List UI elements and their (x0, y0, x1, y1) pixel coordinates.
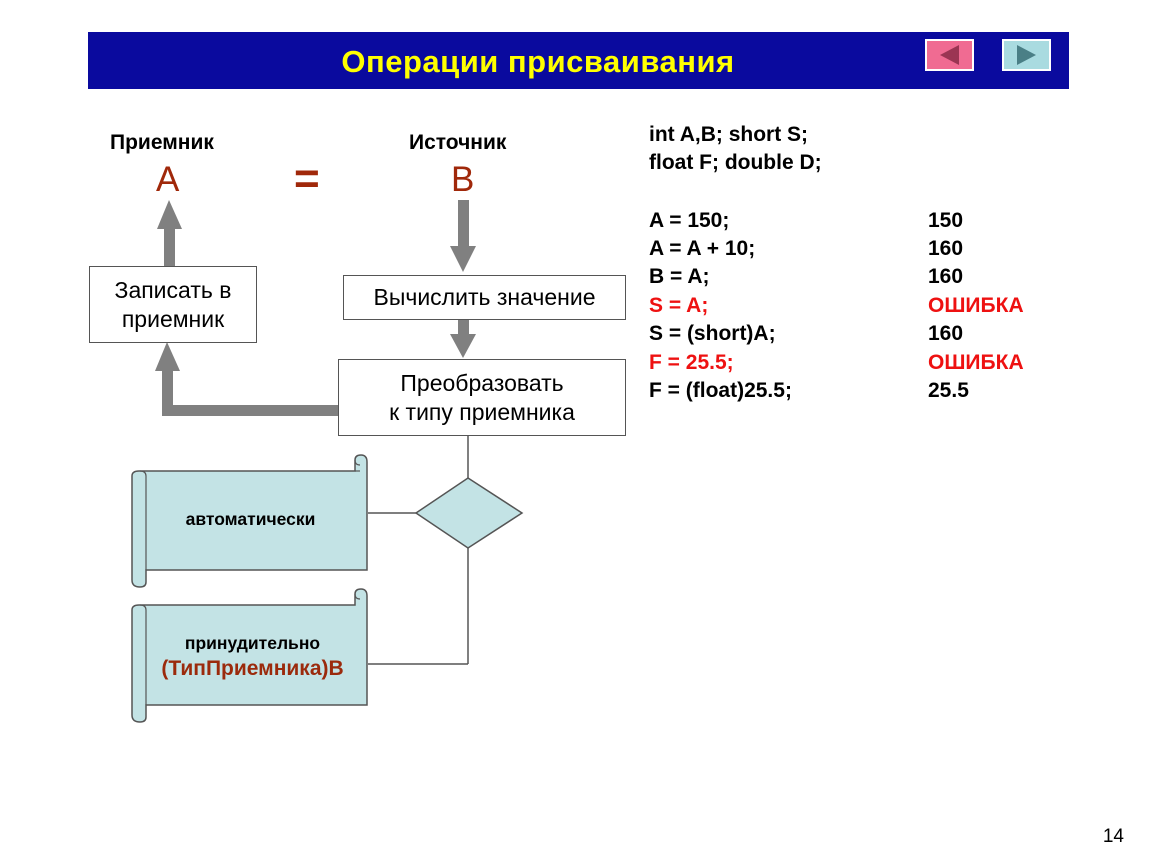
receiver-variable: A (156, 160, 180, 199)
equals-sign: = (294, 154, 320, 203)
write-receiver-box: Записать в приемник (89, 266, 257, 343)
forced-line1: принудительно (184, 633, 321, 653)
prev-slide-button[interactable] (925, 39, 974, 71)
code-result: 25.5 (928, 379, 969, 402)
compute-box-text: Вычислить значение (373, 284, 596, 310)
code-statement-error: S = A; (649, 294, 709, 317)
code-result: 160 (928, 322, 964, 345)
receiver-label: Приемник (110, 131, 214, 154)
code-result-error: ОШИБКА (928, 294, 1024, 317)
forced-line2: (ТипПриемника)B (161, 657, 344, 680)
code-statement: F = (float)25.5; (649, 379, 792, 402)
code-result: 160 (928, 265, 964, 288)
scroll-auto-shape (131, 454, 368, 588)
page-number: 14 (1102, 826, 1124, 847)
write-box-line2: приемник (121, 305, 225, 332)
convert-box-line2: к типу приемника (389, 398, 575, 425)
code-statement: B = A; (649, 265, 710, 288)
code-statement-error: F = 25.5; (649, 351, 734, 374)
slide-title: Операции присваивания (341, 44, 735, 79)
convert-box-line1: Преобразовать (400, 369, 564, 396)
next-slide-button[interactable] (1002, 39, 1051, 71)
code-result-error: ОШИБКА (928, 351, 1024, 374)
forced-conversion-label: принудительно (ТипПриемника)B (140, 630, 365, 682)
scroll-forced-shape (131, 588, 368, 723)
code-result: 150 (928, 209, 964, 232)
code-result: 160 (928, 237, 964, 260)
title-bar: Операции присваивания (88, 32, 1069, 89)
auto-conversion-label: автоматически (185, 509, 316, 529)
convert-type-box: Преобразовать к типу приемника (338, 359, 626, 436)
write-box-line1: Записать в (114, 276, 232, 303)
declaration-line-1: int A,B; short S; (649, 123, 809, 146)
declaration-line-2: float F; double D; (649, 151, 822, 174)
decision-diamond (414, 477, 524, 549)
source-label: Источник (409, 131, 507, 154)
compute-value-box: Вычислить значение (343, 275, 626, 320)
code-statement: S = (short)A; (649, 322, 776, 345)
code-statement: A = A + 10; (649, 237, 756, 260)
triangle-right-icon (1017, 45, 1036, 65)
triangle-left-icon (940, 45, 959, 65)
source-variable: B (451, 160, 475, 199)
code-statement: A = 150; (649, 209, 730, 232)
